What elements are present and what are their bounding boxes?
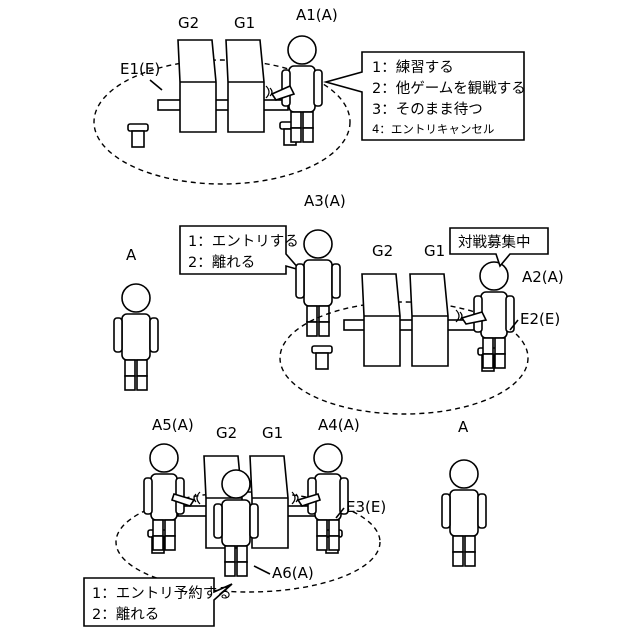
area-e2-label: E2(E)	[520, 310, 560, 328]
machine-g1-top	[226, 40, 264, 132]
area-e1-leader	[150, 80, 162, 90]
machine-g2-top	[178, 40, 216, 132]
stool-empty-middle	[312, 346, 332, 369]
person-standby-middle	[114, 284, 158, 390]
controller-signal-a4	[292, 492, 298, 504]
machine-g2-bottom-label: G2	[216, 424, 237, 442]
player-a6-label: A6(A)	[272, 564, 314, 582]
menu-bubble-middle: 1：エントリする 2：離れる	[180, 226, 300, 274]
person-a3	[296, 230, 340, 336]
stool-empty-top	[128, 124, 148, 147]
person-standby-bottom	[442, 460, 486, 566]
standby-a-bottom-label: A	[458, 418, 469, 436]
player-a3-label: A3(A)	[304, 192, 346, 210]
menu-top-item-3: 3：そのまま待つ	[372, 101, 483, 118]
machine-g1-bottom-label: G1	[262, 424, 283, 442]
player-a6-leader	[254, 566, 270, 574]
menu-top-item-1: 1：練習する	[372, 59, 454, 76]
menu-bottom-item-1: 1：エントリ予約する	[92, 585, 232, 602]
controller-signal-a5	[194, 492, 200, 504]
menu-bubble-top: 1：練習する 2：他ゲームを観戦する 3：そのまま待つ 4：エントリキャンセル	[326, 52, 526, 140]
area-e1-label: E1(E)	[120, 60, 160, 78]
scene-top: G2 G1 A1(A) E1(E) 1：練習する 2：他ゲームを観戦する 3：そ…	[94, 6, 526, 184]
menu-middle-item-2: 2：離れる	[188, 253, 255, 271]
area-e3-label: E3(E)	[346, 498, 386, 516]
machine-g1-top-label: G1	[234, 14, 255, 32]
player-a1-label: A1(A)	[296, 6, 338, 24]
machine-g2-top-label: G2	[178, 14, 199, 32]
player-a4-label: A4(A)	[318, 416, 360, 434]
machine-g2-middle	[362, 274, 400, 366]
menu-top-item-4: 4：エントリキャンセル	[372, 122, 494, 136]
player-a2-label: A2(A)	[522, 268, 564, 286]
menu-top-item-2: 2：他ゲームを観戦する	[372, 80, 526, 97]
console-table-top	[158, 100, 288, 110]
recruit-bubble-text: 対戦募集中	[458, 234, 531, 251]
recruit-bubble: 対戦募集中	[450, 228, 548, 266]
controller-signal-top	[266, 86, 272, 98]
machine-g2-middle-label: G2	[372, 242, 393, 260]
machine-g1-middle-label: G1	[424, 242, 445, 260]
scene-bottom: A5(A) G2 G1 A4(A) E3(E) A6(A) 1：エントリ予約する…	[84, 416, 486, 626]
menu-bottom-item-2: 2：離れる	[92, 605, 159, 623]
machine-g1-middle	[410, 274, 448, 366]
scene-middle: A 1：エントリする 2：離れる A3(A) G2 G1 対戦募集中 A2(A)…	[114, 192, 564, 414]
menu-bubble-bottom: 1：エントリ予約する 2：離れる	[84, 578, 232, 626]
menu-middle-item-1: 1：エントリする	[188, 233, 299, 250]
player-a5-label: A5(A)	[152, 416, 194, 434]
standby-a-middle-label: A	[126, 246, 137, 264]
